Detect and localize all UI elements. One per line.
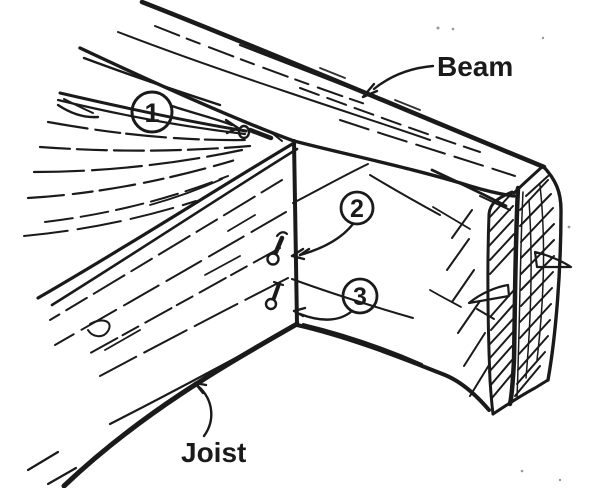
nail-point — [533, 250, 573, 269]
beam-label: Beam — [437, 51, 513, 82]
nail-tip-stroke — [271, 132, 283, 142]
nail-head — [266, 252, 280, 266]
joist-grain-knot — [87, 319, 111, 338]
joist-top-grain — [149, 178, 223, 206]
joist-top-back-edge — [58, 91, 248, 133]
toenail-2 — [266, 231, 289, 266]
beam-grain — [117, 31, 431, 141]
beam-end-grain — [486, 164, 563, 416]
beam-arris-double — [82, 56, 222, 107]
nail-point-stroke — [476, 308, 495, 320]
beam-front-bottom-double — [302, 323, 423, 365]
joist-label-group: Joist — [181, 381, 246, 468]
nail-head — [264, 297, 278, 311]
front-ply-hatch — [488, 191, 515, 399]
joist-top-grain — [56, 98, 247, 136]
beam-grain — [299, 87, 481, 153]
callout-1: 1 — [130, 90, 240, 135]
beam-label-group: Beam — [361, 51, 513, 99]
nail-tip-left — [467, 283, 511, 320]
beam-arris-end-stroke — [430, 168, 508, 208]
paper-specks — [436, 26, 571, 482]
beam-top-edge-double — [238, 43, 422, 117]
joist-front-top-arris — [36, 141, 296, 300]
end-bottom-edge — [491, 378, 550, 416]
callout-2-leader — [298, 222, 355, 257]
callout-2-number: 2 — [350, 195, 364, 223]
joist-grain-fork — [56, 103, 100, 119]
callout-2-circle — [339, 190, 375, 226]
nail-point — [467, 283, 511, 305]
callout-3-arrowhead — [292, 306, 307, 318]
joist-face-grain — [99, 277, 289, 377]
toenail-1 — [237, 124, 283, 142]
beam-end-shading — [446, 209, 490, 397]
nail-shank — [272, 282, 281, 300]
beam-face-grain — [292, 163, 369, 204]
joist-top-grain — [44, 175, 229, 223]
callout-3-circle — [341, 277, 379, 315]
beam-grain-ticks — [319, 67, 496, 147]
callout-3-number: 3 — [353, 283, 367, 311]
joist-label-arrowhead — [193, 381, 208, 395]
beam-face-grain — [291, 278, 414, 319]
joist-face-grain — [49, 179, 283, 321]
nail-head — [237, 124, 251, 140]
end-grain-ring — [525, 199, 532, 379]
joist-bottom-edge — [61, 321, 300, 488]
joist-label-leader — [196, 384, 213, 438]
joist-top-grain — [26, 158, 237, 200]
beam-front-top-arris — [78, 46, 516, 198]
joist-face-grain — [54, 211, 287, 346]
nail-head-flag — [272, 280, 285, 287]
nail-tip-right — [533, 250, 573, 269]
back-ply-hatch — [514, 175, 555, 397]
nail-shank — [247, 127, 274, 141]
joist-top-grain — [38, 144, 252, 152]
beam-grain — [339, 119, 516, 177]
joist-top-grain — [23, 200, 197, 237]
joist — [23, 91, 300, 488]
beam-grain — [154, 25, 366, 105]
joist-label: Joist — [181, 437, 246, 468]
beam-face-grain — [432, 206, 471, 230]
nail-head-flag — [275, 231, 289, 238]
callout-1-number: 1 — [144, 98, 159, 128]
beam-face-grain — [429, 289, 462, 308]
callout-2: 2 — [290, 190, 375, 261]
callout-3-leader — [298, 309, 354, 321]
nail-shank — [273, 235, 285, 255]
beam-label-arrowhead — [361, 82, 379, 99]
joist-face-grain-ticks — [104, 214, 256, 351]
joist-top-grain — [32, 148, 244, 174]
joist-front-top-arris-double — [50, 147, 299, 307]
callout-1-leader — [170, 104, 234, 127]
beam-front-bottom-arris — [295, 323, 491, 412]
joist-bottom-strokes — [26, 450, 78, 486]
end-right-edge — [541, 164, 563, 382]
callout-1-circle — [130, 90, 174, 134]
ply-divider — [507, 185, 521, 407]
joist-top-grain — [46, 120, 250, 142]
end-grain-ring — [536, 184, 545, 361]
beam-face-grain — [369, 174, 441, 216]
joist-face-grain — [84, 247, 281, 357]
joist-grain-fork — [63, 98, 94, 114]
beam-label-leader — [372, 64, 435, 91]
toenail-3 — [264, 280, 285, 311]
joist-end-vertical-edge — [292, 139, 299, 326]
callout-2-arrowhead — [290, 247, 311, 261]
callout-3: 3 — [292, 277, 379, 321]
callout-1-arrowhead — [224, 118, 240, 135]
